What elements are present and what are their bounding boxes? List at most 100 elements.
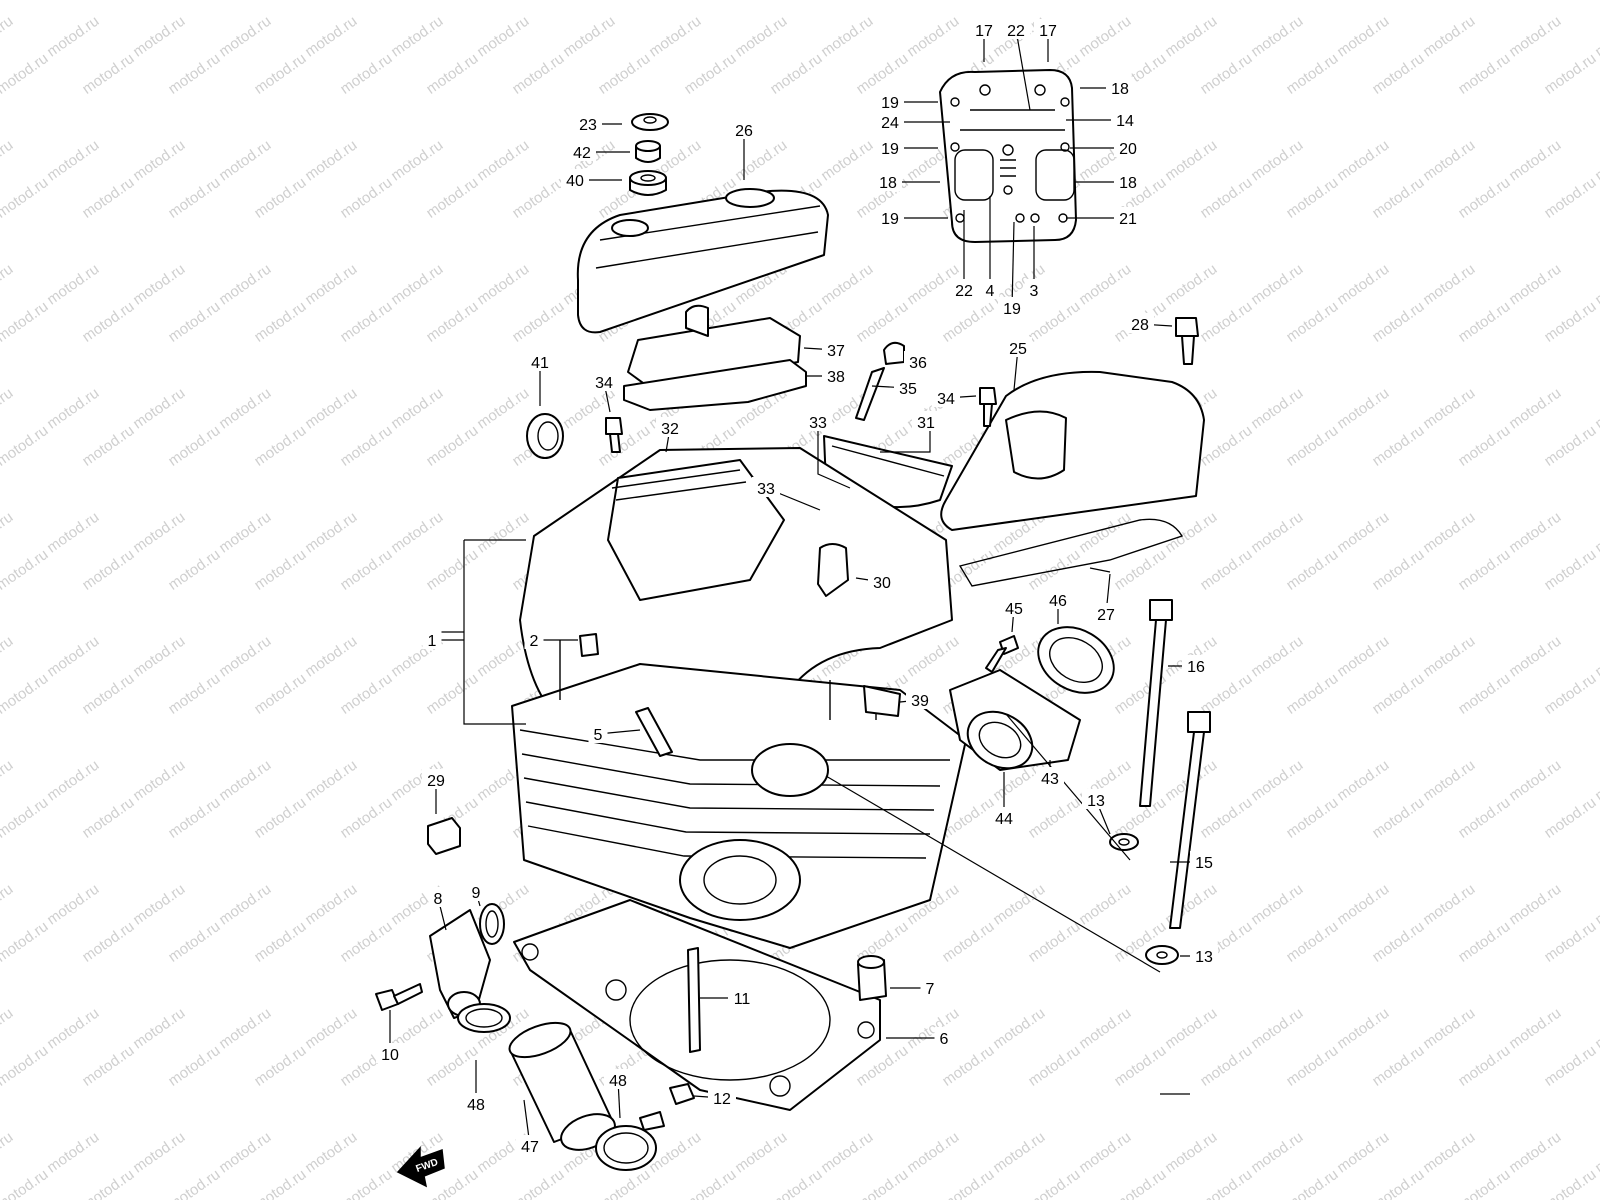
watermark-text: motod.ru [251,422,309,470]
watermark-text: motod.ru [44,509,102,557]
watermark-text: motod.ru [1541,918,1599,966]
callout-label-13b: 13 [1195,949,1213,966]
watermark-text: motod.ru [1162,509,1220,557]
watermark-text: motod.ru [165,50,223,98]
watermark-text: motod.ru [0,918,51,966]
watermark-text: motod.ru [423,174,481,222]
watermark-text: motod.ru [1334,385,1392,433]
watermark-text: motod.ru [165,670,223,718]
watermark-text: motod.ru [337,918,395,966]
watermark-text: motod.ru [216,137,274,185]
watermark-text: motod.ru [130,1005,188,1053]
callout-bg-41 [526,351,554,371]
watermark-text: motod.ru [1334,261,1392,309]
callout-bg-45 [1000,597,1028,617]
watermark-text: motod.ru [1162,13,1220,61]
callout-label-27: 27 [1097,607,1115,624]
watermark-text: motod.ru [337,546,395,594]
watermark-text: motod.ru [1076,261,1134,309]
watermark-text: motod.ru [1369,50,1427,98]
watermark-text: motod.ru [1455,50,1513,98]
callout-bg-5 [588,723,608,743]
watermark-text: motod.ru [1334,509,1392,557]
watermark-text: motod.ru [0,670,51,718]
watermark-text: motod.ru [818,137,876,185]
seal-41 [526,413,564,459]
callout-bg-23 [574,113,602,133]
watermark-text: motod.ru [0,1129,16,1177]
watermark-text: motod.ru [1506,1005,1564,1053]
watermark-text: motod.ru [44,385,102,433]
callout-bg-17a [970,19,998,39]
bolts-34 [605,387,997,453]
watermark-text: motod.ru [1541,1166,1599,1200]
watermark-text: motod.ru [853,1166,911,1200]
watermark-text: motod.ru [302,1129,360,1177]
watermark-text: motod.ru [388,137,446,185]
callout-bg-16 [1182,655,1210,675]
callout-label-19d: 19 [1003,301,1021,318]
callout-bg-30 [868,571,896,591]
watermark-text: motod.ru [302,137,360,185]
watermark-text: motod.ru [302,13,360,61]
watermark-text: motod.ru [1420,757,1478,805]
watermark-text: motod.ru [1420,385,1478,433]
watermark-text: motod.ru [302,509,360,557]
watermark-text: motod.ru [509,1166,567,1200]
callout-label-21: 21 [1119,211,1137,228]
watermark-text: motod.ru [1248,881,1306,929]
watermark-text: motod.ru [1541,174,1599,222]
watermark-text: motod.ru [130,1129,188,1177]
watermark-text: motod.ru [0,422,51,470]
watermark-text: motod.ru [1334,1005,1392,1053]
watermark-text: motod.ru [1369,918,1427,966]
watermark-text: motod.ru [1506,13,1564,61]
callout-label-44: 44 [995,811,1013,828]
watermark-text: motod.ru [1334,1129,1392,1177]
callout-label-6: 6 [940,1031,949,1048]
watermark-text: motod.ru [251,50,309,98]
watermark-text: motod.ru [1248,137,1306,185]
watermark-text: motod.ru [1334,137,1392,185]
watermark-text: motod.ru [337,50,395,98]
callout-bg-3 [1024,279,1044,299]
watermark-text: motod.ru [853,298,911,346]
watermark-text: motod.ru [216,509,274,557]
watermark-text: motod.ru [1369,422,1427,470]
watermark-text: motod.ru [44,757,102,805]
watermark-text: motod.ru [1541,1042,1599,1090]
callout-bg-31 [912,411,940,431]
callout-bg-13a [1082,789,1110,809]
watermark-text: motod.ru [1248,633,1306,681]
watermark-text: motod.ru [1111,1042,1169,1090]
callout-bg-18a [1106,77,1134,97]
watermark-text: motod.ru [1162,1005,1220,1053]
watermark-text: motod.ru [1420,137,1478,185]
rocker-gasket-detail [939,69,1077,243]
callout-bg-20 [1114,137,1142,157]
watermark-text: motod.ru [1592,509,1600,557]
watermark-text: motod.ru [1248,1005,1306,1053]
watermark-text: motod.ru [251,670,309,718]
callout-label-39: 39 [911,693,929,710]
watermark-text: motod.ru [130,137,188,185]
callout-bg-22a [1002,19,1030,39]
watermark-text: motod.ru [1506,509,1564,557]
callout-label-34b: 34 [937,391,955,408]
callout-label-18a: 18 [1111,81,1129,98]
callout-bg-46 [1044,589,1072,609]
callout-label-5: 5 [594,727,603,744]
watermark-text: motod.ru [0,509,16,557]
callout-label-19c: 19 [881,211,899,228]
callout-bg-37 [822,339,850,359]
watermark-text: motod.ru [1455,918,1513,966]
callout-label-48b: 48 [609,1073,627,1090]
cylinder-head [511,447,967,949]
watermark-text: motod.ru [1248,13,1306,61]
watermark-text: motod.ru [0,757,16,805]
plug-cap-35-36 [855,341,905,421]
callout-bg-48a [462,1093,490,1113]
watermark-text: motod.ru [302,1005,360,1053]
watermark-text: motod.ru [165,422,223,470]
